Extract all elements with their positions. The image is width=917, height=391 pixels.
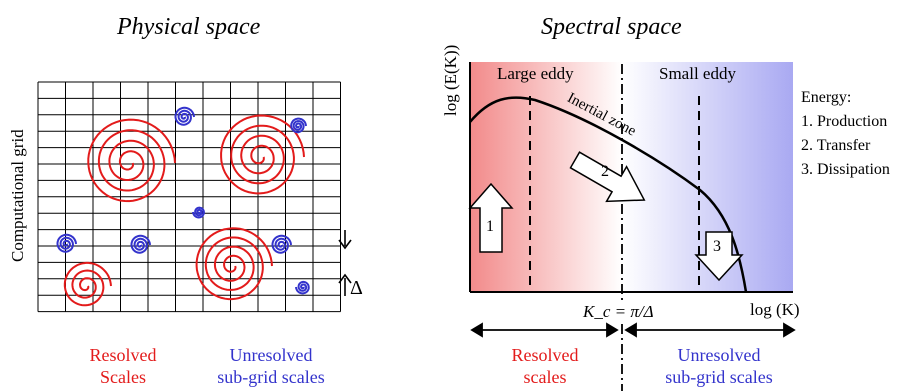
transfer-arrow: [569, 151, 646, 203]
physical-unresolved-caption: Unresolved sub-grid scales: [217, 345, 325, 387]
energy-legend-item: 2. Transfer: [801, 137, 871, 154]
resolved-eddy: [195, 227, 273, 301]
resolved-eddy: [220, 114, 305, 195]
spectral-resolved-caption: Resolved scales: [511, 345, 579, 387]
subgrid-eddy: [174, 106, 195, 126]
arrow-2-label: 2: [601, 163, 609, 180]
resolved-eddy: [87, 118, 176, 203]
subgrid-eddy: [271, 234, 292, 254]
physical-resolved-caption: Resolved Scales: [89, 345, 157, 387]
delta-label: Δ: [350, 277, 363, 299]
energy-legend-item: 3. Dissipation: [801, 161, 890, 178]
x-axis-label: log (K): [750, 300, 800, 319]
large-eddy-label: Large eddy: [497, 64, 574, 83]
subgrid-eddy: [130, 234, 151, 254]
delta-indicator: [338, 230, 352, 296]
spectral-space-title: Spectral space: [541, 14, 682, 40]
dissipation-arrow: [694, 231, 744, 282]
spectral-unresolved-caption: Unresolved sub-grid scales: [665, 345, 773, 387]
arrow-3-label: 3: [713, 238, 721, 255]
physical-space-title: Physical space: [117, 14, 261, 40]
subgrid-eddy: [56, 233, 77, 253]
subgrid-eddy: [295, 280, 310, 295]
energy-legend-item: 1. Production: [801, 113, 888, 130]
cutoff-label: K_c = π/Δ: [583, 302, 654, 322]
subgrid-eddy: [192, 206, 205, 219]
energy-legend-title: Energy:: [801, 89, 852, 106]
resolved-eddy: [63, 261, 112, 307]
eddy-spirals: [56, 106, 310, 307]
production-arrow: [468, 182, 514, 253]
subgrid-eddy: [290, 117, 307, 134]
small-eddy-label: Small eddy: [659, 64, 736, 83]
energy-legend: Energy: 1. Production 2. Transfer 3. Dis…: [801, 86, 890, 182]
y-axis-label: log (E(K)): [441, 44, 460, 116]
arrow-1-label: 1: [486, 218, 494, 235]
